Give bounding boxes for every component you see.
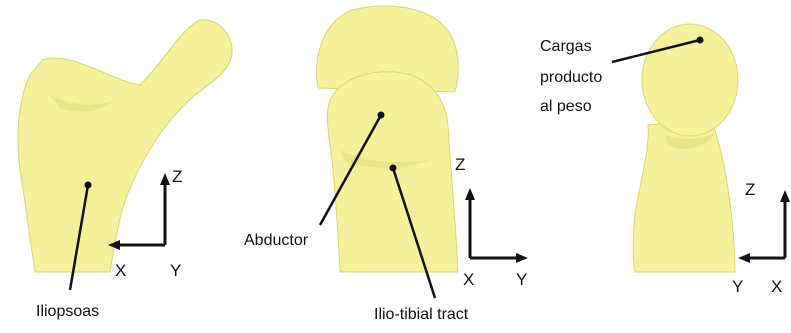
abductor-label: Abductor xyxy=(244,232,309,249)
axis-1-corner-label: Y xyxy=(170,261,181,280)
load-label-line-2: producto xyxy=(540,69,602,86)
panel-2: Abductor Ilio-tibial tract Z X Y xyxy=(244,6,528,323)
panel-3: Cargas producto al peso Z Y X xyxy=(540,24,790,296)
femur-1-bone xyxy=(18,20,232,272)
panel-1: Iliopsoas Z X Y xyxy=(18,20,232,320)
ilio-tibial-tract-label: Ilio-tibial tract xyxy=(374,306,469,323)
axis-1-horizontal-end-label: X xyxy=(115,261,126,280)
load-label-line-3: al peso xyxy=(540,98,592,115)
femur-2-shaft xyxy=(327,72,458,272)
iliopsoas-label: Iliopsoas xyxy=(36,303,99,320)
load-label-line-1: Cargas xyxy=(540,38,592,55)
axis-2-corner-label: X xyxy=(463,270,474,289)
axes-2: Z X Y xyxy=(455,155,528,289)
axis-3-horizontal-end-label: Y xyxy=(732,277,743,296)
axis-2-vertical-label: Z xyxy=(455,155,465,174)
axis-3-vertical-label: Z xyxy=(745,180,755,199)
axis-2-horizontal-end-label: Y xyxy=(516,270,527,289)
femur-3-head xyxy=(642,24,738,136)
axis-3-corner-label: X xyxy=(771,277,782,296)
axis-1-vertical-label: Z xyxy=(172,167,182,186)
axes-3: Z Y X xyxy=(732,180,790,296)
